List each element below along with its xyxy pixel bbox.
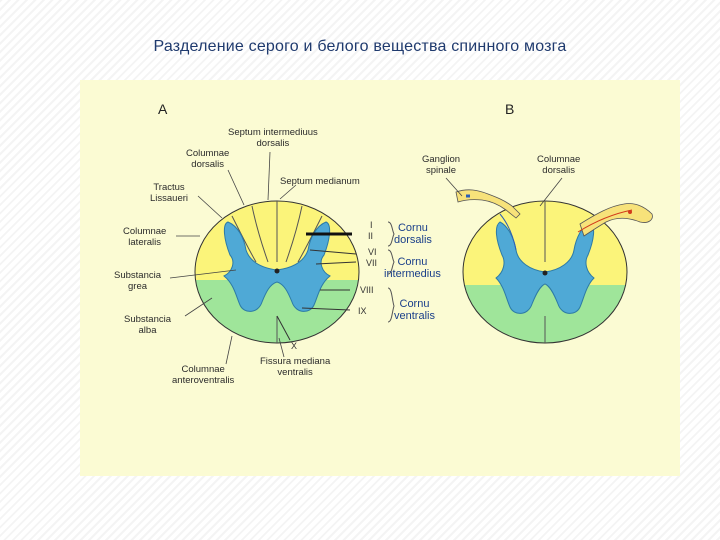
brace-ventralis (387, 287, 395, 323)
label-columnae-anteroventralis: Columnae anteroventralis (172, 364, 235, 386)
label-columnae-dorsalis-b: Columnae dorsalis (537, 154, 581, 176)
lamina-vi: VI (368, 247, 377, 257)
brace-intermedius (387, 249, 395, 275)
cord-a-grey-matter (223, 221, 331, 312)
label-septum-medianum: Septum medianum (280, 176, 360, 187)
label-septum-intermedium: Septum intermediuus dorsalis (228, 127, 318, 149)
label-substancia-alba: Substancia alba (124, 314, 172, 336)
lamina-i: I (370, 220, 373, 230)
fiber-left (499, 213, 517, 251)
leader-lines-a (169, 151, 297, 365)
cord-b (455, 189, 653, 344)
brace-dorsalis (387, 221, 395, 247)
lamina-x: X (291, 341, 298, 351)
cord-b-ventral-white (463, 285, 627, 343)
page-title: Разделение серого и белого вещества спин… (153, 38, 567, 55)
label-columnae-lateralis: Columnae lateralis (123, 226, 167, 248)
label-ganglion-spinale: Ganglion spinale (422, 154, 461, 176)
spinal-nerve-right (579, 203, 653, 237)
label-substancia-grea: Substancia grea (114, 270, 162, 292)
fiber-right (577, 209, 633, 233)
label-fissura-mediana: Fissura mediana ventralis (260, 356, 331, 378)
panel-a-label: A (158, 101, 168, 117)
fiber-right-node (628, 210, 632, 214)
cord-a-central-canal (274, 268, 280, 274)
cord-b-central-canal (542, 270, 548, 276)
label-tractus-lissaueri: Tractus Lissaueri (150, 182, 189, 204)
zone-cornu-dorsalis: Cornu dorsalis (394, 222, 432, 246)
dorsal-root-left (455, 189, 521, 219)
panel-b-label: B (505, 101, 515, 117)
lamina-ii: II (368, 231, 374, 241)
leader-lines-b (445, 177, 563, 207)
label-columnae-dorsalis: Columnae dorsalis (186, 148, 230, 170)
zone-braces (387, 221, 395, 323)
lamina-leaders (301, 249, 357, 311)
lamina-vii: VII (366, 258, 378, 268)
lamina-ix: IX (358, 306, 367, 316)
zone-cornu-intermedius: Cornu intermedius (384, 256, 441, 280)
lamina-x-leader (276, 315, 291, 341)
zone-cornu-ventralis: Cornu ventralis (394, 298, 435, 322)
lamina-viii: VIII (360, 285, 374, 295)
cord-a-septa (231, 201, 323, 263)
